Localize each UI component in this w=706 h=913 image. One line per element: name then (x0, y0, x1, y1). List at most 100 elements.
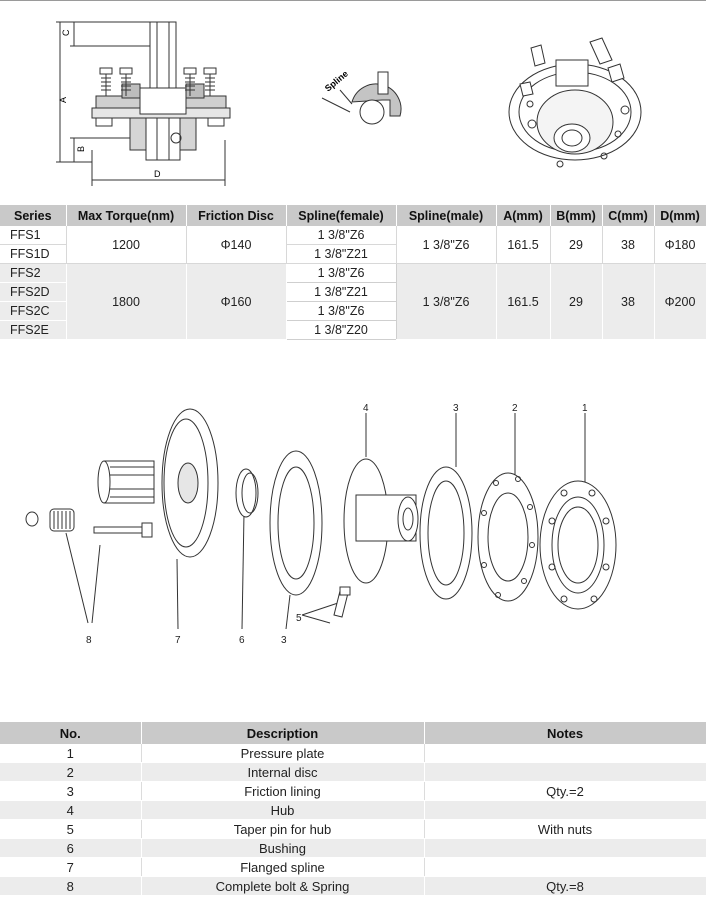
spline-female-cell: 1 3/8"Z21 (285, 282, 397, 302)
torque-cell: 1200 (66, 226, 187, 264)
b-cell: 29 (550, 226, 603, 264)
spec-header-b: B(mm) (550, 205, 603, 226)
b-cell: 29 (550, 263, 603, 340)
series-cell: FFS1 (0, 226, 67, 245)
exploded-view-drawing: 1 2 3 4 3 5 6 7 8 (25, 403, 617, 646)
part-description-cell: Flanged spline (141, 857, 425, 877)
part-no-cell: 2 (0, 762, 142, 782)
spec-header-a: A(mm) (496, 205, 551, 226)
table-row: 4 Hub (0, 800, 706, 820)
spec-header-row: Series Max Torque(nm) Friction Disc Spli… (0, 205, 706, 226)
top-rule (0, 0, 706, 1)
table-row: FFS2D 1 3/8"Z21 (0, 282, 706, 302)
callout-6: 6 (239, 635, 245, 646)
spline-female-cell: 1 3/8"Z6 (285, 263, 397, 283)
part-notes-cell: With nuts (424, 819, 706, 839)
spline-section-drawing (321, 71, 402, 125)
spline-female-cell: 1 3/8"Z20 (285, 320, 397, 340)
callout-1: 1 (582, 403, 588, 414)
table-row: 6 Bushing (0, 838, 706, 858)
spec-header-series: Series (0, 205, 67, 226)
part-no-cell: 7 (0, 857, 142, 877)
part-description-cell: Hub (141, 800, 425, 820)
dim-b-label: B (76, 146, 86, 152)
callout-5: 5 (296, 613, 302, 624)
callout-7: 7 (175, 635, 181, 646)
callout-2: 2 (512, 403, 518, 414)
spec-header-spline-male: Spline(male) (396, 205, 497, 226)
spline-male-cell: 1 3/8"Z6 (396, 263, 497, 340)
part-notes-cell (424, 762, 706, 782)
spec-header-c: C(mm) (602, 205, 655, 226)
d-cell: Φ200 (654, 263, 706, 340)
table-row: FFS2E 1 3/8"Z20 (0, 320, 706, 340)
callout-3: 3 (453, 403, 459, 414)
spec-header-spline-female: Spline(female) (286, 205, 397, 226)
part-notes-cell (424, 857, 706, 877)
spline-label: Spline (323, 69, 350, 94)
part-notes-cell (424, 800, 706, 820)
part-notes-cell: Qty.=8 (424, 876, 706, 896)
part-description-cell: Bushing (141, 838, 425, 858)
dim-a-label: A (58, 97, 68, 103)
parts-header-description: Description (141, 722, 425, 744)
part-no-cell: 1 (0, 744, 142, 763)
series-cell: FFS2C (0, 301, 67, 321)
part-description-cell: Friction lining (141, 781, 425, 801)
part-description-cell: Pressure plate (141, 744, 425, 763)
d-cell: Φ180 (654, 226, 706, 264)
spec-header-d: D(mm) (654, 205, 706, 226)
cross-section-drawing (56, 21, 231, 186)
part-no-cell: 4 (0, 800, 142, 820)
spline-female-cell: 1 3/8"Z6 (286, 226, 397, 245)
part-description-cell: Internal disc (141, 762, 425, 782)
table-row: FFS1 1200 Φ140 1 3/8"Z6 1 3/8"Z6 161.5 2… (0, 226, 706, 264)
spec-header-torque: Max Torque(nm) (66, 205, 187, 226)
part-no-cell: 8 (0, 876, 142, 896)
part-notes-cell (424, 744, 706, 763)
table-row: 2 Internal disc (0, 762, 706, 782)
callout-4: 4 (363, 403, 369, 414)
spline-female-cell: 1 3/8"Z21 (286, 244, 397, 264)
disc-cell: Φ140 (186, 226, 287, 264)
spec-table: Series Max Torque(nm) Friction Disc Spli… (0, 205, 706, 340)
parts-header-notes: Notes (424, 722, 706, 744)
series-cell: FFS2D (0, 282, 67, 302)
part-description-cell: Taper pin for hub (141, 819, 425, 839)
part-no-cell: 5 (0, 819, 142, 839)
table-row: FFS1D 1 3/8"Z21 (0, 244, 706, 264)
parts-header-row: No. Description Notes (0, 722, 706, 744)
parts-header-no: No. (0, 722, 142, 744)
spline-male-cell: 1 3/8"Z6 (396, 226, 497, 264)
a-cell: 161.5 (496, 226, 551, 264)
table-row: 3 Friction lining Qty.=2 (0, 781, 706, 801)
c-cell: 38 (602, 263, 655, 340)
parts-table: No. Description Notes 1 Pressure plate 2… (0, 722, 706, 896)
technical-drawings: C A B D Spline (56, 21, 642, 186)
series-cell: FFS2 (0, 263, 67, 283)
part-notes-cell: Qty.=2 (424, 781, 706, 801)
dim-d-label: D (154, 169, 161, 179)
table-row: FFS2 1800 Φ160 1 3/8"Z6 1 3/8"Z6 161.5 2… (0, 263, 706, 340)
table-row: 5 Taper pin for hub With nuts (0, 819, 706, 839)
torque-cell: 1800 (66, 263, 187, 340)
assembled-clutch-drawing (508, 37, 642, 168)
dim-c-label: C (61, 29, 71, 36)
spline-female-cell: 1 3/8"Z6 (285, 301, 397, 321)
a-cell: 161.5 (496, 263, 551, 340)
c-cell: 38 (602, 226, 655, 264)
part-description-cell: Complete bolt & Spring (141, 876, 425, 896)
series-cell: FFS1D (0, 244, 67, 264)
part-notes-cell (424, 838, 706, 858)
table-row: 8 Complete bolt & Spring Qty.=8 (0, 876, 706, 896)
table-row: 1 Pressure plate (0, 744, 706, 763)
spec-header-disc: Friction Disc (186, 205, 287, 226)
callout-8: 8 (86, 635, 92, 646)
part-no-cell: 6 (0, 838, 142, 858)
callout-3-bottom: 3 (281, 635, 287, 646)
disc-cell: Φ160 (186, 263, 287, 340)
series-cell: FFS2E (0, 320, 67, 340)
table-row: 7 Flanged spline (0, 857, 706, 877)
part-no-cell: 3 (0, 781, 142, 801)
table-row: FFS2C 1 3/8"Z6 (0, 301, 706, 321)
